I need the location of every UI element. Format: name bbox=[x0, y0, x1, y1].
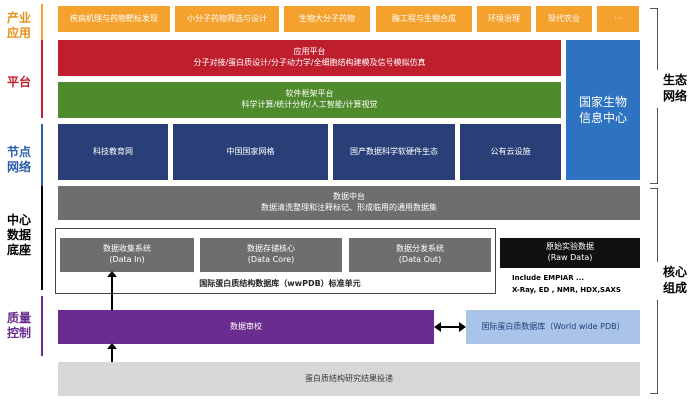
label-node-network: 节点 网络 bbox=[2, 142, 36, 178]
data-core-system: 数据存储核心 (Data Core) bbox=[200, 238, 342, 272]
software-platform: 软件框架平台 科学计算/统计分析/人工智能/计算视觉 bbox=[58, 82, 561, 118]
software-platform-subtitle: 科学计算/统计分析/人工智能/计算视觉 bbox=[241, 100, 378, 109]
national-center-line2: 信息中心 bbox=[578, 111, 627, 125]
software-platform-title: 软件框架平台 bbox=[285, 89, 334, 99]
label-quality-line2: 控制 bbox=[6, 326, 31, 340]
app-platform: 应用平台 分子对接/蛋白质设计/分子动力学/全细胞结构建模及信号模拟仿真 bbox=[58, 40, 561, 76]
label-center-line2: 数据 bbox=[6, 227, 31, 242]
raw-data-title: 原始实验数据 bbox=[546, 242, 594, 252]
app-platform-title: 应用平台 bbox=[293, 47, 326, 57]
raw-data-include: Include EMPIAR ... bbox=[512, 274, 585, 282]
label-industry-line2: 应用 bbox=[6, 26, 31, 40]
data-core-sub: (Data Core) bbox=[247, 255, 295, 264]
industry-app-5: 环境治理 bbox=[477, 6, 531, 32]
app-platform-subtitle: 分子对接/蛋白质设计/分子动力学/全细胞结构建模及信号模拟仿真 bbox=[193, 58, 426, 67]
eco-line2: 网络 bbox=[662, 89, 687, 103]
node-china-grid: 中国国家网格 bbox=[173, 124, 328, 180]
data-core-title: 数据存储核心 bbox=[247, 244, 295, 254]
industry-app-2: 小分子药物筛选与设计 bbox=[175, 6, 279, 32]
industry-app-7: ··· bbox=[597, 6, 639, 32]
industry-app-4-label: 酶工程与生物合成 bbox=[392, 13, 456, 23]
submission-label: 蛋白质结构研究结果投递 bbox=[305, 373, 393, 383]
industry-app-1: 疾病机理与药物靶标发现 bbox=[58, 6, 170, 32]
label-quality-control: 质量 控制 bbox=[2, 308, 36, 344]
industry-app-6: 现代农业 bbox=[536, 6, 592, 32]
center-vline bbox=[41, 186, 43, 290]
industry-app-7-label: ··· bbox=[614, 13, 622, 23]
node-edu-net: 科技教育网 bbox=[58, 124, 168, 180]
industry-app-3: 生物大分子药物 bbox=[284, 6, 370, 32]
industry-vline bbox=[41, 4, 43, 40]
submission-box: 蛋白质结构研究结果投递 bbox=[58, 362, 640, 396]
raw-data-methods: X-Ray, ED , NMR, HDX,SAXS bbox=[512, 286, 621, 294]
label-node-line1: 节点 bbox=[6, 145, 31, 159]
data-out-sub: (Data Out) bbox=[398, 255, 442, 264]
node-public-cloud-label: 公有云设施 bbox=[490, 146, 531, 156]
data-in-sub: (Data In) bbox=[109, 255, 145, 264]
platform-vline bbox=[41, 40, 43, 118]
data-middle-platform: 数据中台 数据清洗整理和注释标记、形成临用的通用数据集 bbox=[58, 186, 640, 220]
data-out-title: 数据分发系统 bbox=[396, 244, 444, 254]
data-in-title: 数据收集系统 bbox=[103, 244, 151, 254]
node-vline bbox=[41, 124, 43, 186]
wwpdb-unit-label: 国际蛋白质结构数据库（wwPDB）标准单元 bbox=[199, 279, 361, 288]
core-line1: 核心 bbox=[662, 265, 687, 280]
industry-app-6-label: 现代农业 bbox=[548, 13, 580, 23]
label-industry-application: 产业 应用 bbox=[2, 8, 36, 44]
node-edu-net-label: 科技教育网 bbox=[93, 146, 133, 156]
arrow-submission-to-audit bbox=[107, 343, 117, 362]
node-domestic-ecosystem-label: 国产数据科学软硬件生态 bbox=[350, 146, 438, 156]
node-public-cloud: 公有云设施 bbox=[460, 124, 561, 180]
wwpdb-unit-frame bbox=[55, 228, 496, 294]
data-in-system: 数据收集系统 (Data In) bbox=[60, 238, 194, 272]
worldwide-pdb-label: 国际蛋白质数据库（World wide PDB） bbox=[481, 321, 625, 331]
label-platform-text: 平台 bbox=[6, 74, 31, 89]
raw-data-box: 原始实验数据 (Raw Data) bbox=[500, 238, 640, 268]
national-bioinfo-center: 国家生物 信息中心 bbox=[566, 40, 640, 180]
industry-app-2-label: 小分子药物筛选与设计 bbox=[187, 13, 267, 23]
core-line2: 组成 bbox=[662, 281, 687, 295]
industry-app-1-label: 疾病机理与药物靶标发现 bbox=[70, 13, 158, 23]
node-china-grid-label: 中国国家网格 bbox=[226, 146, 275, 156]
data-audit-label: 数据审校 bbox=[230, 321, 262, 331]
label-quality-line1: 质量 bbox=[6, 311, 31, 325]
arrow-audit-to-data-in bbox=[107, 271, 117, 310]
industry-app-5-label: 环境治理 bbox=[488, 13, 520, 23]
quality-vline bbox=[41, 296, 43, 356]
data-middle-subtitle: 数据清洗整理和注释标记、形成临用的通用数据集 bbox=[261, 203, 437, 212]
label-center-line3: 底座 bbox=[6, 242, 31, 257]
industry-app-3-label: 生物大分子药物 bbox=[299, 13, 355, 23]
bidirectional-arrow-icon bbox=[434, 322, 466, 332]
eco-line1: 生态 bbox=[662, 73, 687, 88]
label-center-line1: 中心 bbox=[6, 212, 31, 227]
label-center-data-base: 中心 数据 底座 bbox=[2, 210, 36, 260]
worldwide-pdb-box: 国际蛋白质数据库（World wide PDB） bbox=[466, 310, 640, 344]
label-platform: 平台 bbox=[2, 70, 36, 94]
label-node-line2: 网络 bbox=[6, 160, 31, 174]
core-composition-label: 核心 组成 bbox=[654, 262, 696, 300]
national-center-line1: 国家生物 bbox=[578, 94, 627, 109]
industry-app-4: 酶工程与生物合成 bbox=[376, 6, 472, 32]
data-audit-box: 数据审校 bbox=[58, 310, 434, 344]
data-middle-title: 数据中台 bbox=[333, 192, 365, 202]
eco-network-label: 生态 网络 bbox=[654, 70, 696, 108]
raw-data-sub: (Raw Data) bbox=[547, 253, 593, 262]
node-domestic-ecosystem: 国产数据科学软硬件生态 bbox=[333, 124, 455, 180]
label-industry-line1: 产业 bbox=[6, 11, 31, 25]
data-out-system: 数据分发系统 (Data Out) bbox=[349, 238, 491, 272]
